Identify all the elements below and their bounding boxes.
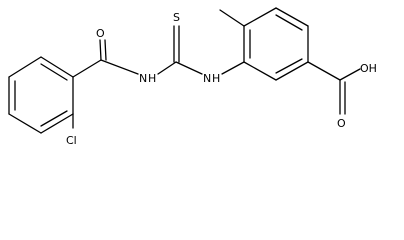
bond bbox=[8, 56, 42, 78]
bond bbox=[99, 39, 102, 61]
bond bbox=[175, 61, 203, 75]
bond bbox=[243, 7, 277, 27]
chlorophenyl-ring bbox=[8, 56, 74, 134]
hydroxyl-label: OH bbox=[360, 62, 377, 75]
bond bbox=[40, 110, 68, 127]
chlorine-label: Cl bbox=[66, 134, 77, 147]
benzoic-acid-ring bbox=[243, 7, 309, 81]
bond bbox=[243, 61, 277, 81]
hydrogen-label: H bbox=[148, 72, 156, 85]
bond bbox=[8, 113, 42, 134]
bond bbox=[104, 39, 107, 61]
bond bbox=[275, 61, 309, 81]
bond bbox=[221, 61, 245, 75]
hydrogen-label: H bbox=[212, 72, 220, 85]
bond bbox=[275, 7, 309, 27]
bond bbox=[219, 9, 245, 27]
bond bbox=[307, 61, 341, 81]
bond bbox=[40, 63, 68, 81]
molecule-canvas: O S N H N H Cl OH O bbox=[8, 7, 377, 147]
bond bbox=[157, 61, 177, 75]
amide-thiourea-chain bbox=[72, 25, 245, 78]
bond bbox=[72, 59, 102, 78]
sulfur-label: S bbox=[173, 11, 180, 24]
carbonyl-oxygen-label: O bbox=[96, 27, 105, 40]
bond bbox=[100, 59, 139, 75]
nitrogen-label: N bbox=[203, 72, 211, 85]
bond bbox=[40, 113, 74, 134]
nitrogen-label: N bbox=[139, 72, 147, 85]
acid-oxygen-label: O bbox=[337, 117, 346, 130]
bond bbox=[339, 68, 361, 81]
structure-diagram: O S N H N H Cl OH O bbox=[8, 7, 377, 147]
carboxyl-group bbox=[307, 61, 361, 115]
bond bbox=[40, 56, 74, 78]
bond bbox=[275, 58, 303, 74]
bond bbox=[275, 14, 303, 31]
